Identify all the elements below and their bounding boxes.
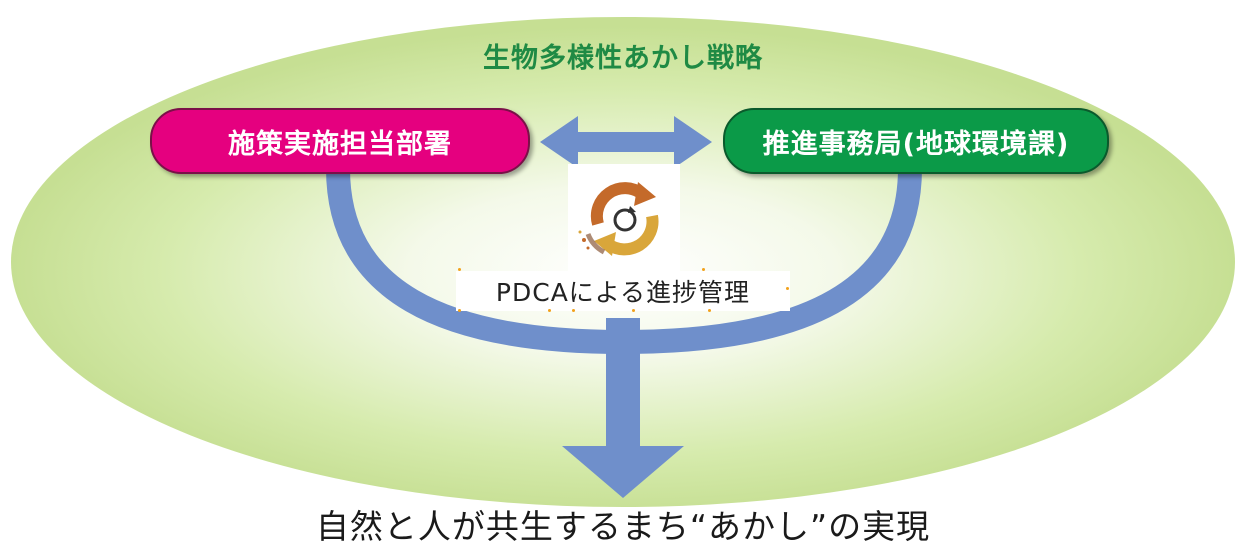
selection-handle [632, 309, 635, 312]
secretariat-box: 推進事務局(地球環境課) [723, 108, 1109, 174]
implementing-departments-label: 施策実施担当部署 [228, 128, 452, 160]
selection-handle [458, 268, 461, 271]
selection-handle [548, 309, 551, 312]
pdca-progress-text: PDCAによる進捗管理 [495, 278, 751, 307]
down-arrow-icon [562, 318, 684, 498]
secretariat-label: 推進事務局(地球環境課) [762, 128, 1070, 160]
selection-handle [458, 309, 461, 312]
strategy-title: 生物多様性あかし戦略 [483, 43, 763, 74]
pdca-cycle-icon [568, 164, 680, 272]
selection-handle [702, 268, 705, 271]
goal-statement: 自然と人が共生するまち“あかし”の実現 [315, 507, 931, 546]
selection-handle [786, 287, 789, 290]
selection-handle [572, 309, 575, 312]
selection-handle [708, 309, 711, 312]
implementing-departments-box: 施策実施担当部署 [150, 108, 530, 174]
double-headed-arrow-icon [540, 116, 712, 168]
pdca-progress-label: PDCAによる進捗管理 [456, 268, 790, 312]
